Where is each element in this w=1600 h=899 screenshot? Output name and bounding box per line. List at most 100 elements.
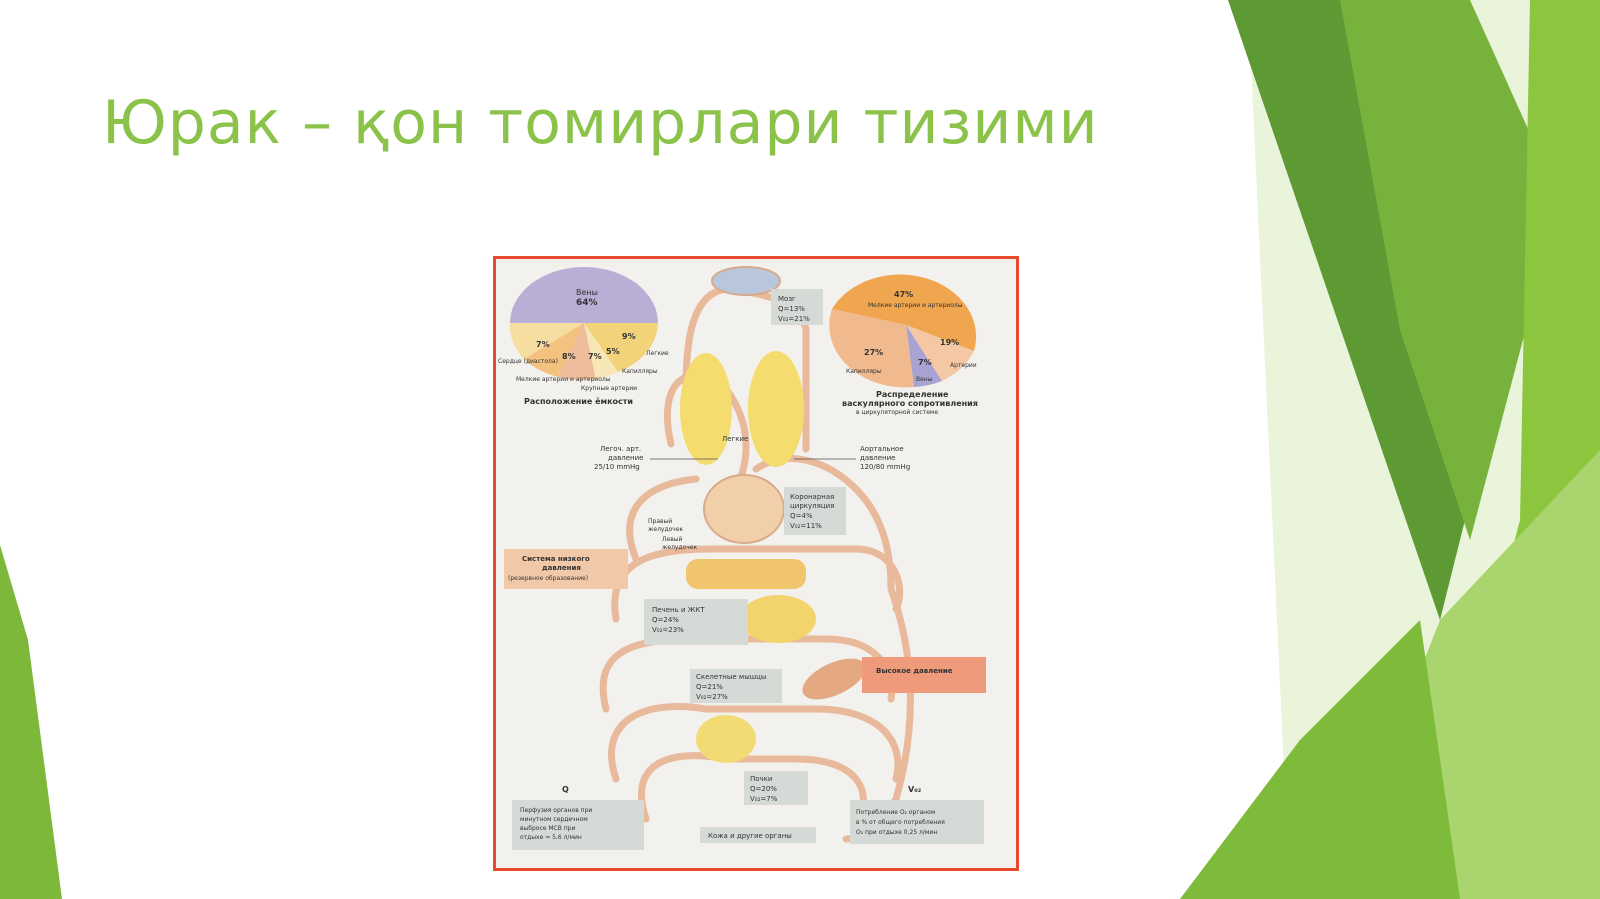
pie-left: Вены 64% 7% 8% 7% 5% 9% Сердце (диастола… (498, 267, 669, 406)
stomach-shape (686, 559, 806, 589)
low-pressure-line-3: (резервное образование) (508, 575, 588, 582)
skin-box (700, 827, 816, 843)
decor-right-mid-band (1340, 0, 1560, 540)
liver-v: V₀₂=23% (652, 626, 684, 634)
pie-left-slice-capillaries (584, 323, 618, 379)
pie-left-label-heart: Сердце (диастола) (498, 358, 558, 365)
pie-right-value-arteries: 19% (940, 338, 959, 347)
coronary-box (784, 487, 846, 535)
pie-right-caption-line-3: в циркуляторной системе (856, 409, 938, 416)
pressure-labels: Легоч. арт. давление 25/10 mmHg Аортальн… (594, 445, 910, 551)
high-pressure-label: Высокое давление (876, 667, 953, 675)
q-note-1: Перфузия органов при (520, 807, 592, 814)
system-boxes: Система низкого давления (резервное обра… (504, 549, 986, 693)
organ-boxes: Мозг Q=13% V₀₂=21% Легкие Коронарная цир… (644, 289, 846, 843)
pie-left-slice-lungs (584, 323, 658, 372)
pie-left-slice-veins (510, 267, 658, 323)
pie-right: 47% Мелкие артерии и артериолы 19% 7% 27… (829, 274, 978, 416)
lung-left-shape (680, 353, 732, 465)
muscle-v: V₀₂=27% (696, 693, 728, 701)
liver-box (644, 599, 748, 645)
right-ventricle-1: Правый (648, 518, 672, 525)
kidney-shape (696, 715, 756, 763)
skin-label: Кожа и другие органы (708, 832, 792, 840)
pie-right-slice-arteries (906, 325, 974, 381)
aortic-pressure-2: давление (860, 454, 895, 462)
decor-left-band (0, 545, 62, 899)
pie-left-label-large-arteries: Крупные артерии (581, 385, 637, 392)
pie-right-label-capillaries: Капилляры (846, 368, 882, 375)
brain-box (771, 289, 823, 325)
brain-q: Q=13% (778, 305, 805, 313)
left-ventricle-2: желудочек (662, 544, 698, 551)
coronary-label-1: Коронарная (790, 493, 834, 501)
diagram-figure: Вены 64% 7% 8% 7% 5% 9% Сердце (диастола… (493, 256, 1019, 871)
intestine-shape (740, 595, 816, 643)
left-ventricle-1: Левый (662, 536, 682, 543)
pie-right-caption-line-1: Распределение (876, 390, 949, 399)
coronary-label-2: циркуляция (790, 502, 834, 510)
pie-left-value-veins: 64% (576, 298, 598, 308)
q-note-2: минутном сердечном (520, 816, 588, 823)
pie-right-slice-small-arteries (832, 274, 977, 351)
lung-right-shape (748, 351, 804, 467)
kidney-v: V₀₂=7% (750, 795, 778, 803)
pie-left-value-large-arteries: 7% (588, 352, 602, 361)
pie-right-caption-line-2: васкулярного сопротивления (842, 399, 978, 408)
v-note-box (850, 800, 984, 844)
vessel-loop-kidney (608, 703, 902, 783)
low-pressure-line-1: Система низкого (522, 555, 590, 563)
q-note-3: выбросе МСВ при (520, 825, 575, 832)
brain-shape (711, 266, 781, 296)
muscle-label: Скелетные мышцы (696, 673, 766, 681)
brain-label: Мозг (778, 295, 796, 303)
pie-left-value-lungs: 9% (622, 332, 636, 341)
pie-left-value-capillaries: 5% (606, 347, 620, 356)
pie-left-value-heart: 7% (536, 340, 550, 349)
muscle-box (690, 669, 782, 703)
v-note-2: в % от общего потребления (856, 819, 945, 826)
kidney-q: Q=20% (750, 785, 777, 793)
pie-left-slice-small-arteries (524, 323, 584, 377)
pie-left-slice-heart (509, 323, 584, 359)
v-note-3: O₂ при отдыхе 0,25 л/мин (856, 829, 937, 836)
coronary-v: V₀₂=11% (790, 522, 822, 530)
q-symbol: Q (562, 785, 569, 794)
slide-title: Юрак – қон томирлари тизими (102, 88, 1099, 158)
liver-label: Печень и ЖКТ (652, 606, 705, 614)
pie-left-label-capillaries: Капилляры (622, 368, 658, 375)
pulmonary-pressure-3: 25/10 mmHg (594, 463, 640, 471)
pie-left-label-veins: Вены (576, 288, 598, 297)
cardiovascular-diagram: Вены 64% 7% 8% 7% 5% 9% Сердце (диастола… (498, 266, 986, 850)
right-ventricle-2: желудочек (648, 526, 684, 533)
pie-right-slice-veins (906, 325, 942, 387)
pie-right-slice-capillaries (829, 309, 914, 388)
aortic-pressure-1: Аортальное (860, 445, 904, 453)
high-pressure-box (862, 657, 986, 693)
low-pressure-line-2: давления (542, 564, 581, 572)
muscle-q: Q=21% (696, 683, 723, 691)
pie-right-value-capillaries: 27% (864, 348, 883, 357)
pie-right-value-veins: 7% (918, 358, 932, 367)
pie-right-label-arteries: Артерии (950, 362, 977, 369)
pie-left-label-lungs: Легкие (646, 350, 669, 357)
organ-illustrations (680, 266, 866, 763)
pie-left-label-small-arteries: Мелкие артерии и артериолы (516, 376, 611, 383)
q-note-box (512, 800, 644, 850)
vessel-loop-gi (626, 475, 700, 563)
pulmonary-pressure-1: Легоч. арт. (600, 445, 641, 453)
pie-left-value-small-arteries: 8% (562, 352, 576, 361)
liver-q: Q=24% (652, 616, 679, 624)
pie-right-label-veins: Вены (916, 376, 933, 383)
aortic-pressure-3: 120/80 mmHg (860, 463, 910, 471)
pie-left-slice-large-arteries (558, 323, 596, 381)
v-symbol: V₀₂ (908, 785, 922, 794)
pie-right-value-small-arteries: 47% (894, 290, 913, 299)
pie-right-label-small-arteries: Мелкие артерии и артериолы (868, 302, 963, 309)
brain-v: V₀₂=21% (778, 315, 810, 323)
low-pressure-box (504, 549, 628, 589)
heart-shape (703, 474, 785, 544)
v-note-1: Потребление O₂ органом (856, 809, 935, 816)
